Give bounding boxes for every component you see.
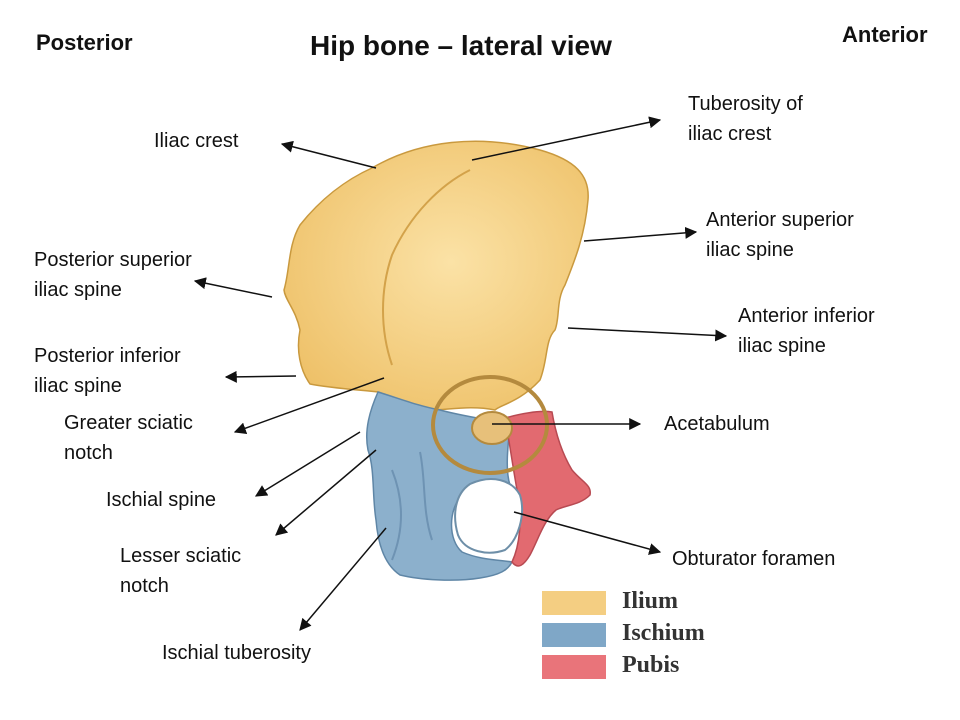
arrow-piis [224, 370, 297, 383]
acetabulum-fossa [431, 375, 549, 475]
ilium-region [283, 140, 589, 411]
legend: Ilium Ischium Pubis [528, 582, 738, 686]
arrow-ischial-spine [254, 431, 361, 497]
label-acetabulum: Acetabulum [664, 413, 770, 435]
page-title: Hip bone – lateral view [310, 30, 612, 61]
legend-label-pubis: Pubis [622, 652, 680, 678]
ischium-ridge [391, 451, 433, 561]
obturator-foramen-shape [454, 478, 524, 554]
legend-label-ischium: Ischium [622, 620, 705, 646]
legend-swatch-pubis [542, 655, 606, 679]
arrow-iliac-crest [280, 140, 377, 169]
ilium-surface-line [382, 169, 471, 366]
arrow-lesser-sciatic [275, 449, 377, 536]
arrow-greater-sciatic [233, 377, 385, 434]
label-iliac-crest: Iliac crest [154, 130, 239, 152]
legend-label-ilium: Ilium [622, 588, 679, 614]
posterior-label: Posterior [36, 30, 133, 55]
pointer-arrows [193, 116, 728, 631]
arrow-asis [583, 226, 698, 242]
acetabulum-center [471, 411, 513, 445]
label-obturator-foramen: Obturator foramen [672, 548, 836, 570]
legend-swatch-ischium [542, 623, 606, 647]
label-ischial-tuberosity: Ischial tuberosity [162, 642, 311, 664]
arrow-ischial-tuberosity [299, 527, 387, 631]
legend-swatch-ilium [542, 591, 606, 615]
anterior-label: Anterior [842, 22, 928, 47]
arrow-aiis [567, 327, 728, 342]
arrow-obturator [513, 511, 662, 555]
arrow-psis [193, 277, 273, 298]
arrow-tuberosity [471, 116, 662, 161]
label-ischial-spine: Ischial spine [106, 489, 217, 511]
